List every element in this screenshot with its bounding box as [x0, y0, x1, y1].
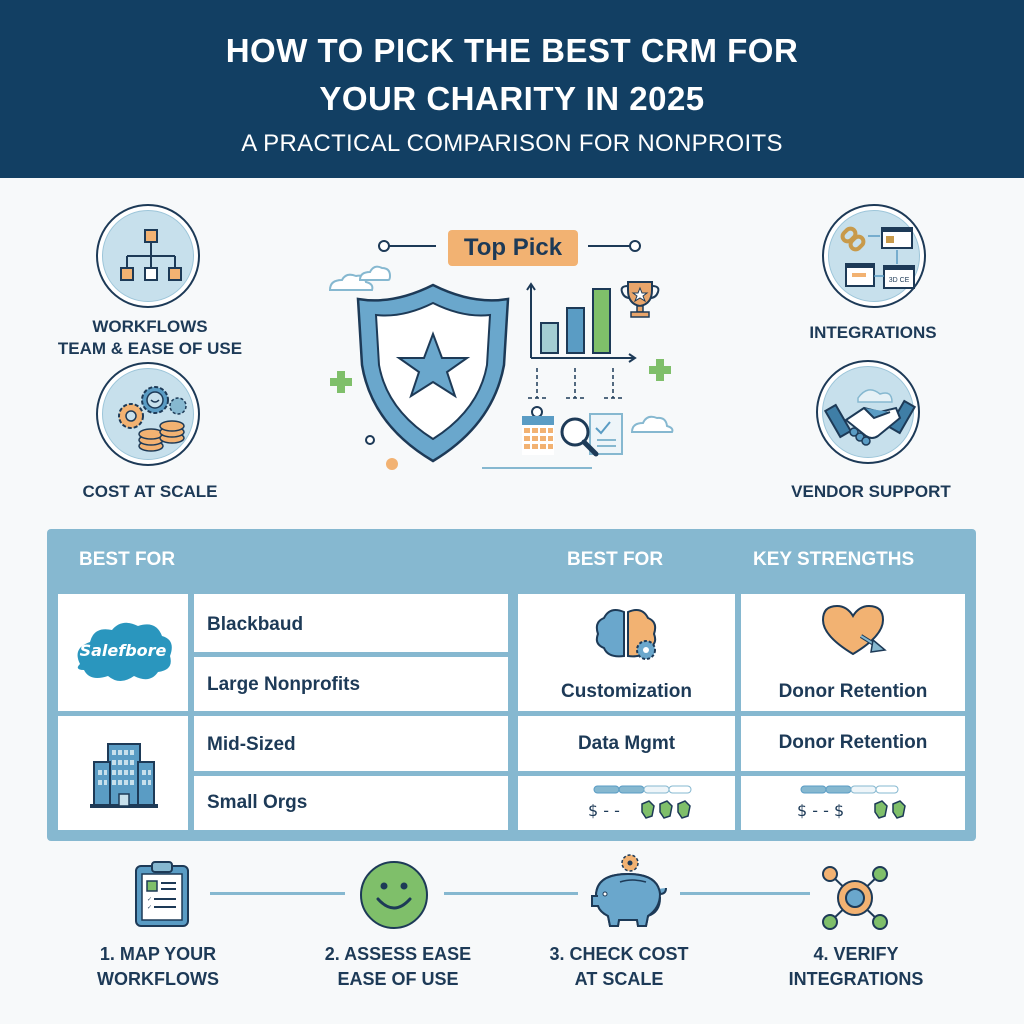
shield-star-icon	[356, 283, 510, 463]
cell-segment-1: Large Nonprofits	[194, 657, 508, 711]
segment-small-orgs: Small Orgs	[207, 792, 308, 813]
step-connector-2	[444, 892, 578, 895]
step-3-label: 3. CHECK COST AT SCALE	[509, 942, 729, 992]
step-connector-1	[210, 892, 345, 895]
step-4-line2: INTEGRATIONS	[788, 969, 924, 989]
factor-workflows-label: WORKFLOWS TEAM & EASE OF USE	[50, 316, 250, 360]
factor-vendor-support-label: VENDOR SUPPORT	[791, 482, 951, 501]
factor-cost-label: COST AT SCALE	[82, 482, 218, 501]
factor-workflows-line1: WORKFLOWS	[92, 317, 208, 336]
subtitle: A PRACTICAL COMPARISON FOR NONPROITS	[241, 130, 783, 157]
step-1-line1: 1. MAP YOUR	[99, 944, 217, 964]
table-header-best-for: BEST FOR	[79, 549, 176, 570]
header-banner: HOW TO PICK THE BEST CRM FOR YOUR CHARIT…	[0, 0, 1024, 178]
step-2-label: 2. ASSESS EASE EASE OF USE	[288, 942, 508, 992]
cell-strength-1: Donor Retention	[741, 594, 965, 711]
building-icon	[58, 716, 188, 830]
step-2-line2: EASE OF USE	[337, 969, 459, 989]
calendar-icon	[522, 406, 554, 455]
svg-text:✓: ✓	[147, 905, 152, 911]
salesforce-logo-text: Salefbore	[80, 641, 167, 660]
cell-segment-2: Small Orgs	[194, 776, 508, 830]
org-chart-icon	[96, 204, 200, 308]
link-windows-icon: 3D CE	[822, 204, 926, 308]
hero-illustration	[328, 240, 674, 470]
salesforce-cloud-logo: Salefbore	[77, 622, 172, 681]
cell-price-2: $ - - $	[741, 776, 965, 830]
cell-crm-name-2: Mid-Sized	[194, 716, 508, 771]
strength-donor-retention-2: Donor Retention	[778, 732, 928, 753]
handshake-icon	[816, 360, 920, 464]
step-2-line1: 2. ASSESS EASE	[324, 944, 472, 964]
magnifier-icon	[560, 417, 599, 457]
title-line-1: HOW TO PICK THE BEST CRM FOR	[225, 32, 799, 69]
table-header-best-for-2: BEST FOR	[567, 549, 664, 570]
factor-workflows-line2: TEAM & EASE OF USE	[57, 339, 243, 358]
step-3-line1: 3. CHECK COST	[549, 944, 689, 964]
piggy-bank-icon	[591, 854, 667, 927]
svg-text:3D CE: 3D CE	[889, 277, 910, 284]
step-3-line2: AT SCALE	[574, 969, 664, 989]
cell-strength-2: Donor Retention	[741, 716, 965, 771]
cell-price-1: $ - -	[518, 776, 735, 830]
comparison-table: BEST FOR BEST FOR KEY STRENGTHS Salefbor…	[47, 529, 976, 841]
step-connector-3	[680, 892, 810, 895]
segment-mid-sized: Mid-Sized	[207, 734, 296, 755]
svg-text:✓: ✓	[147, 897, 152, 903]
price-text-col4: $ - - $	[797, 801, 844, 820]
smiley-icon	[360, 861, 428, 929]
gears-coins-icon	[96, 362, 200, 466]
logo-cell-salesforce: Salefbore	[58, 594, 188, 711]
top-pick-badge: Top Pick	[448, 230, 578, 266]
table-header-key-strengths: KEY STRENGTHS	[753, 549, 915, 570]
cell-best-for-2: Data Mgmt	[518, 716, 735, 771]
step-1-label: 1. MAP YOUR WORKFLOWS	[48, 942, 268, 992]
title-line-2: YOUR CHARITY IN 2025	[319, 80, 705, 117]
crm-name-blackbaud: Blackbaud	[207, 614, 304, 635]
strength-donor-retention-1: Donor Retention	[778, 681, 928, 702]
checklist-icon	[589, 413, 623, 455]
bar-chart-icon	[526, 282, 637, 363]
cell-best-for-1: Customization	[518, 594, 735, 711]
best-for-customization: Customization	[561, 681, 692, 702]
price-text-col3: $ - -	[588, 801, 620, 820]
best-for-data-mgmt: Data Mgmt	[577, 733, 676, 754]
clipboard-icon: ✓ ✓	[135, 861, 189, 927]
step-4-label: 4. VERIFY INTEGRATIONS	[746, 942, 966, 992]
trophy-icon	[620, 281, 660, 318]
network-hub-icon	[822, 866, 888, 930]
step-4-line1: 4. VERIFY	[813, 944, 899, 964]
price-meter-icon: $ - -	[588, 785, 692, 820]
price-meter-icon: $ - - $	[797, 785, 906, 820]
heart-arrow-icon	[821, 604, 887, 656]
price-tag-icons	[874, 800, 906, 819]
segment-large-nonprofits: Large Nonprofits	[207, 674, 361, 695]
price-tag-icons	[641, 800, 691, 819]
step-1-line2: WORKFLOWS	[97, 969, 219, 989]
cell-crm-name-1: Blackbaud	[194, 594, 508, 652]
factor-integrations-label: INTEGRATIONS	[809, 323, 937, 342]
brain-gear-icon	[595, 609, 657, 660]
